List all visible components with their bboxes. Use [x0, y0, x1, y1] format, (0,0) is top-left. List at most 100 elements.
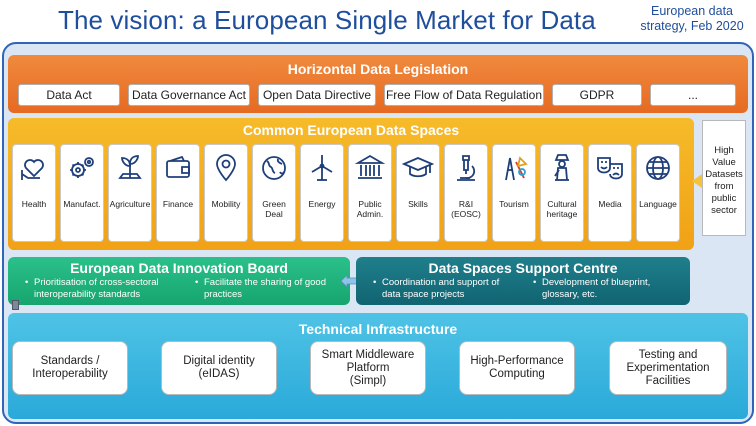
bullet-line: Facilitate the sharing of good	[204, 277, 326, 288]
infra-line: Digital identity	[183, 355, 255, 367]
data-space-label: Cultural heritage	[546, 199, 578, 219]
horizontal-legislation-panel: Horizontal Data Legislation Data Act Dat…	[8, 55, 748, 113]
bullet-line: data space projects	[382, 289, 465, 300]
legislation-item-free-flow-regulation: Free Flow of Data Regulation	[384, 84, 544, 106]
data-space-label: Mobility	[211, 199, 241, 209]
data-space-skills: Skills	[396, 144, 440, 242]
data-spaces-panel: Common European Data Spaces Health Manuf…	[8, 118, 694, 250]
legislation-item-data-act: Data Act	[18, 84, 120, 106]
high-value-datasets-box: High Value Datasets from public sector	[702, 120, 746, 236]
data-space-energy: Energy	[300, 144, 344, 242]
language-globe-icon	[641, 151, 675, 185]
data-space-label: Health	[21, 199, 47, 209]
infra-line: (eIDAS)	[198, 368, 240, 380]
data-space-media: Media	[588, 144, 632, 242]
data-space-agriculture: Agriculture	[108, 144, 152, 242]
graduation-cap-icon	[401, 151, 435, 185]
hvd-line: from	[714, 181, 734, 192]
infra-line: Platform	[346, 361, 390, 374]
infra-standards: Standards / Interoperability	[12, 341, 128, 395]
hvd-arrow	[692, 174, 702, 188]
data-space-language: Language	[636, 144, 680, 242]
centre-bullet-coordination: Coordination and support of data space p…	[373, 277, 500, 301]
connector-marker	[12, 300, 19, 310]
infra-testing-facilities: Testing and Experimentation Facilities	[609, 341, 727, 395]
innovation-board-panel: European Data Innovation Board Prioritis…	[8, 257, 350, 305]
data-space-label: Green Deal	[262, 199, 286, 219]
legislation-title: Horizontal Data Legislation	[287, 61, 469, 77]
data-space-health: Health	[12, 144, 56, 242]
legislation-list: Data Act Data Governance Act Open Data D…	[18, 84, 744, 106]
building-icon	[353, 151, 387, 185]
data-space-green-deal: Green Deal	[252, 144, 296, 242]
data-space-label: Tourism	[499, 199, 529, 209]
infra-hpc: High-Performance Computing	[459, 341, 575, 395]
data-space-label: Finance	[162, 199, 194, 209]
centre-bullet-blueprint: Development of blueprint, glossary, etc.	[533, 277, 651, 301]
wallet-icon	[161, 151, 195, 185]
strategy-note-line2: strategy, Feb 2020	[640, 19, 744, 33]
data-space-finance: Finance	[156, 144, 200, 242]
gears-icon	[65, 151, 99, 185]
infrastructure-title: Technical Infrastructure	[298, 321, 458, 337]
innovation-board-title: European Data Innovation Board	[70, 260, 288, 276]
globe-icon	[257, 151, 291, 185]
bullet-line: Prioritisation of cross-sectoral	[34, 277, 159, 288]
theatre-masks-icon	[593, 151, 627, 185]
microscope-icon	[449, 151, 483, 185]
data-space-cultural-heritage: Cultural heritage	[540, 144, 584, 242]
data-space-label: R&I (EOSC)	[451, 199, 481, 219]
page-title: The vision: a European Single Market for…	[58, 5, 596, 35]
bullet-line: glossary, etc.	[542, 289, 598, 300]
data-space-label: Skills	[408, 199, 428, 209]
infra-line: (Simpl)	[349, 374, 387, 387]
support-centre-title: Data Spaces Support Centre	[428, 260, 618, 276]
bullet-line: practices	[204, 289, 243, 300]
data-space-tourism: Tourism	[492, 144, 536, 242]
infra-line: Interoperability	[32, 368, 108, 380]
legislation-item-gdpr: GDPR	[552, 84, 642, 106]
infra-line: Testing and	[638, 348, 698, 361]
health-icon	[17, 151, 51, 185]
bullet-line: interoperability standards	[34, 289, 141, 300]
technical-infrastructure-panel: Technical Infrastructure Standards / Int…	[8, 313, 748, 419]
bullet-line: Development of blueprint,	[542, 277, 651, 288]
data-space-label: Language	[639, 199, 677, 209]
infra-line: Experimentation	[626, 361, 710, 374]
data-space-public-admin: Public Admin.	[348, 144, 392, 242]
hvd-line: sector	[711, 205, 737, 216]
hvd-line: public	[711, 193, 737, 204]
data-space-mobility: Mobility	[204, 144, 248, 242]
infra-line: Smart Middleware	[321, 348, 415, 361]
data-space-label: Manufact.	[63, 199, 101, 209]
tourism-icon	[497, 151, 531, 185]
plant-icon	[113, 151, 147, 185]
hvd-line: High	[714, 145, 734, 156]
infra-line: Standards /	[40, 355, 100, 367]
infra-line: High-Performance	[470, 355, 564, 367]
strategy-note-line1: European data	[650, 4, 733, 18]
data-space-label: Public Admin.	[356, 199, 384, 219]
data-spaces-title: Common European Data Spaces	[242, 122, 460, 138]
infra-line: Facilities	[645, 374, 691, 387]
hvd-line: Value	[712, 157, 736, 168]
bullet-line: Coordination and support of	[382, 277, 500, 288]
infra-digital-identity: Digital identity (eIDAS)	[161, 341, 277, 395]
location-pin-icon	[209, 151, 243, 185]
data-space-label: Agriculture	[109, 199, 151, 209]
data-space-label: Energy	[308, 199, 336, 209]
legislation-item-more: ...	[650, 84, 736, 106]
support-centre-panel: Data Spaces Support Centre Coordination …	[356, 257, 690, 305]
statue-icon	[545, 151, 579, 185]
data-spaces-list: Health Manufact. Agriculture Finance Mob	[12, 144, 680, 242]
wind-turbine-icon	[305, 151, 339, 185]
board-bullet-good-practices: Facilitate the sharing of good practices	[195, 277, 326, 301]
data-space-manufacturing: Manufact.	[60, 144, 104, 242]
hvd-line: Datasets	[705, 169, 743, 180]
infra-smart-middleware: Smart Middleware Platform (Simpl)	[310, 341, 426, 395]
data-space-research-innovation: R&I (EOSC)	[444, 144, 488, 242]
infra-line: Computing	[489, 368, 545, 380]
board-bullet-standards: Prioritisation of cross-sectoral interop…	[25, 277, 159, 301]
legislation-item-open-data-directive: Open Data Directive	[258, 84, 376, 106]
legislation-item-data-governance-act: Data Governance Act	[128, 84, 250, 106]
